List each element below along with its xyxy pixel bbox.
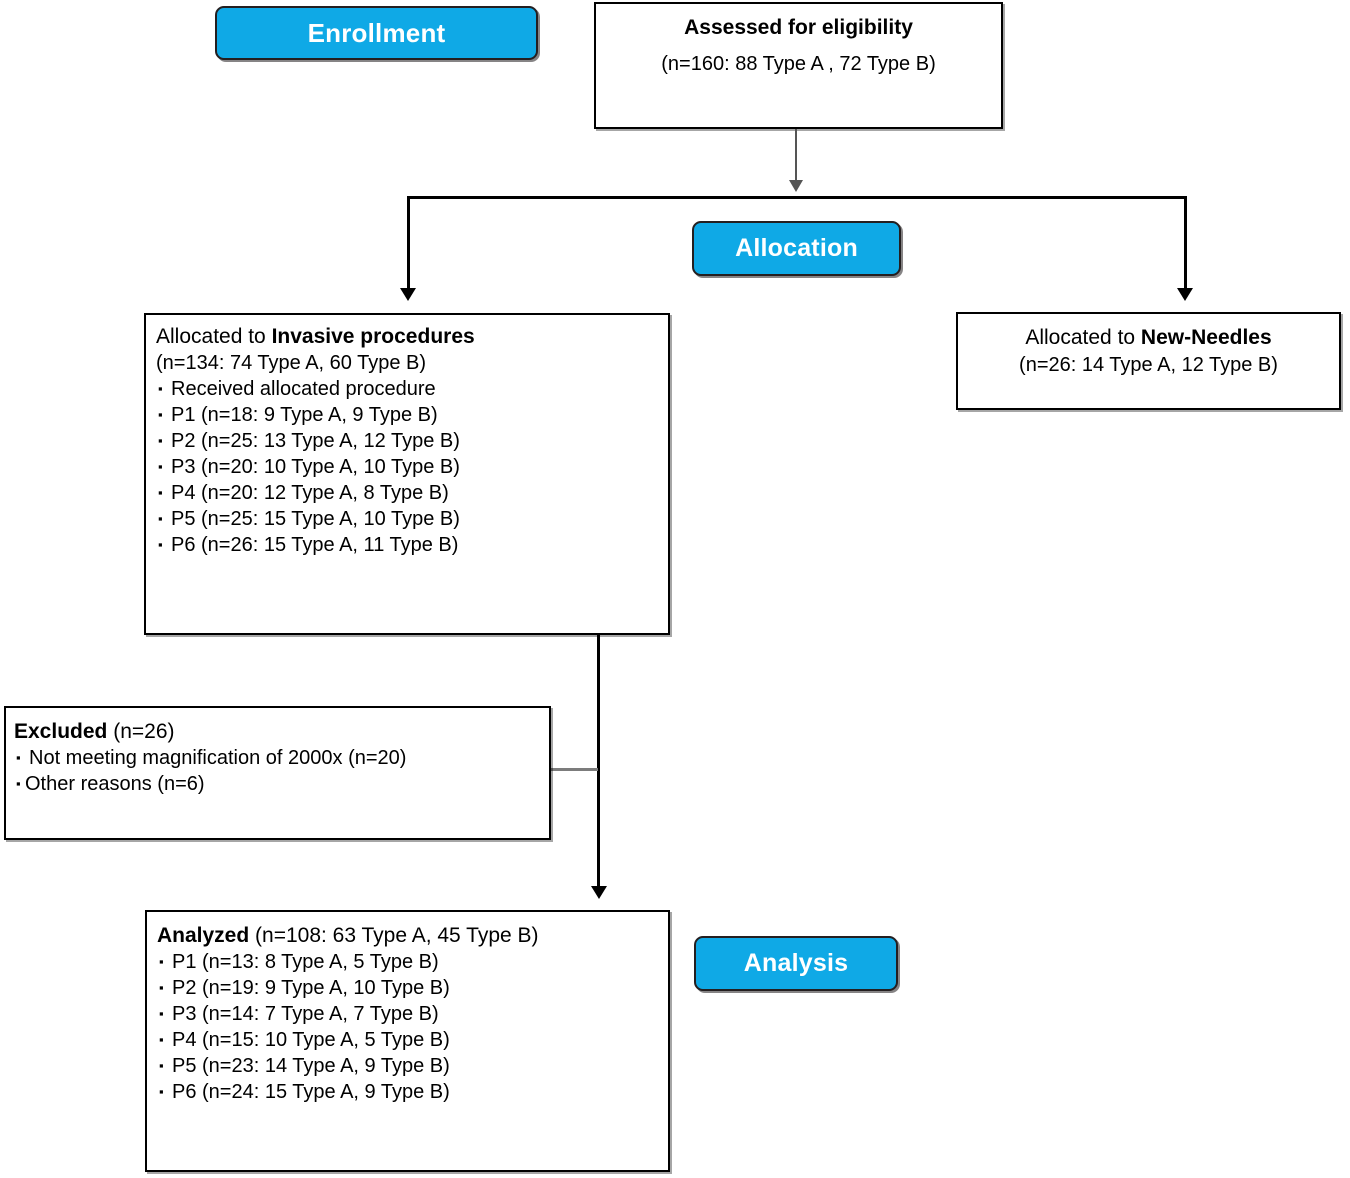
list-item-label: Not meeting magnification of 2000x (n=20…: [29, 747, 407, 770]
bullet-icon: ▪: [158, 433, 163, 449]
assessed-counts: (n=160: 88 Type A , 72 Type B): [661, 52, 936, 75]
list-item-label: P1 (n=18: 9 Type A, 9 Type B): [171, 404, 438, 427]
list-item: ▪ P6 (n=26: 15 Type A, 11 Type B): [156, 532, 658, 558]
list-item: ▪ P3 (n=14: 7 Type A, 7 Type B): [157, 1001, 658, 1027]
excluded-heading-rest: (n=26): [113, 720, 175, 743]
stage-badge-enrollment-label: Enrollment: [307, 17, 446, 48]
bullet-icon: ▪: [158, 511, 163, 527]
list-item: ▪ P5 (n=23: 14 Type A, 9 Type B): [157, 1053, 658, 1079]
allocated-invasive-lead-bold: Invasive procedures: [271, 325, 475, 348]
bullet-icon: ▪: [159, 954, 164, 970]
arrowhead-assessed-down: [789, 180, 803, 192]
connector-split-bar: [407, 196, 1187, 199]
bullet-icon: ▪: [159, 980, 164, 996]
list-item: ▪ P4 (n=15: 10 Type A, 5 Type B): [157, 1027, 658, 1053]
arrowhead-branch-left: [400, 288, 416, 301]
list-item: ▪ P1 (n=18: 9 Type A, 9 Type B): [156, 402, 658, 428]
list-item-label: P2 (n=25: 13 Type A, 12 Type B): [171, 430, 460, 453]
excluded-heading-bold: Excluded: [14, 720, 114, 743]
assessed-title: Assessed for eligibility: [684, 16, 913, 39]
analyzed-heading: Analyzed (n=108: 63 Type A, 45 Type B): [157, 922, 658, 949]
bullet-icon: ▪: [16, 750, 21, 766]
stage-badge-allocation-label: Allocation: [735, 234, 858, 262]
bullet-icon: ▪: [158, 407, 163, 423]
list-item: ▪Other reasons (n=6): [14, 771, 539, 797]
allocated-invasive-lead: Allocated to Invasive procedures: [156, 323, 658, 350]
excluded-heading: Excluded (n=26): [14, 718, 539, 745]
list-item: ▪ P4 (n=20: 12 Type A, 8 Type B): [156, 480, 658, 506]
bullet-icon: ▪: [158, 459, 163, 475]
stage-badge-analysis: Analysis: [694, 936, 898, 991]
list-item-label: P4 (n=20: 12 Type A, 8 Type B): [171, 482, 449, 505]
box-assessed-for-eligibility: Assessed for eligibility (n=160: 88 Type…: [594, 2, 1003, 129]
list-item-label: P3 (n=20: 10 Type A, 10 Type B): [171, 456, 460, 479]
connector-excluded-stub: [551, 768, 598, 771]
box-excluded: Excluded (n=26) ▪ Not meeting magnificati…: [4, 706, 551, 840]
connector-branch-right: [1184, 196, 1187, 291]
list-item-label: P5 (n=25: 15 Type A, 10 Type B): [171, 508, 460, 531]
list-item-label: P5 (n=23: 14 Type A, 9 Type B): [172, 1055, 450, 1078]
bullet-icon: ▪: [159, 1006, 164, 1022]
stage-badge-enrollment: Enrollment: [215, 6, 538, 60]
list-item-label: Other reasons (n=6): [25, 773, 205, 796]
allocated-needles-lead-prefix: Allocated to: [1025, 326, 1141, 349]
box-analyzed: Analyzed (n=108: 63 Type A, 45 Type B) ▪…: [145, 910, 670, 1172]
bullet-icon: ▪: [16, 776, 21, 792]
list-item-label: Received allocated procedure: [171, 378, 436, 401]
bullet-icon: ▪: [158, 381, 163, 397]
connector-assessed-down: [795, 129, 797, 181]
list-item: ▪ P5 (n=25: 15 Type A, 10 Type B): [156, 506, 658, 532]
allocated-needles-lead: Allocated to New-Needles: [968, 324, 1329, 352]
list-item-label: P4 (n=15: 10 Type A, 5 Type B): [172, 1029, 450, 1052]
bullet-icon: ▪: [159, 1058, 164, 1074]
connector-branch-left: [407, 196, 410, 291]
connector-invasive-to-analyzed: [597, 634, 600, 889]
list-item: ▪ Received allocated procedure: [156, 376, 658, 402]
list-item: ▪ P6 (n=24: 15 Type A, 9 Type B): [157, 1079, 658, 1105]
analyzed-heading-rest: (n=108: 63 Type A, 45 Type B): [255, 924, 539, 947]
analyzed-heading-bold: Analyzed: [157, 924, 256, 947]
box-allocated-invasive: Allocated to Invasive procedures (n=134:…: [144, 313, 670, 635]
list-item-label: P1 (n=13: 8 Type A, 5 Type B): [172, 951, 439, 974]
allocated-needles-lead-bold: New-Needles: [1140, 326, 1272, 349]
stage-badge-allocation: Allocation: [692, 221, 901, 276]
allocated-needles-counts: (n=26: 14 Type A, 12 Type B): [1019, 354, 1278, 377]
bullet-icon: ▪: [158, 537, 163, 553]
list-item-label: P2 (n=19: 9 Type A, 10 Type B): [172, 977, 450, 1000]
box-allocated-new-needles: Allocated to New-Needles (n=26: 14 Type …: [956, 312, 1341, 410]
allocated-invasive-counts: (n=134: 74 Type A, 60 Type B): [156, 352, 427, 375]
bullet-icon: ▪: [159, 1084, 164, 1100]
list-item-label: P6 (n=26: 15 Type A, 11 Type B): [171, 534, 459, 557]
stage-badge-analysis-label: Analysis: [743, 949, 849, 977]
arrowhead-analyzed: [591, 886, 607, 899]
list-item-label: P3 (n=14: 7 Type A, 7 Type B): [172, 1003, 439, 1026]
list-item: ▪ Not meeting magnification of 2000x (n=2…: [14, 745, 539, 771]
allocated-invasive-lead-prefix: Allocated to: [156, 325, 272, 348]
list-item: ▪ P2 (n=25: 13 Type A, 12 Type B): [156, 428, 658, 454]
bullet-icon: ▪: [158, 485, 163, 501]
list-item: ▪ P3 (n=20: 10 Type A, 10 Type B): [156, 454, 658, 480]
list-item-label: P6 (n=24: 15 Type A, 9 Type B): [172, 1081, 450, 1104]
bullet-icon: ▪: [159, 1032, 164, 1048]
list-item: ▪ P2 (n=19: 9 Type A, 10 Type B): [157, 975, 658, 1001]
list-item: ▪ P1 (n=13: 8 Type A, 5 Type B): [157, 949, 658, 975]
arrowhead-branch-right: [1177, 288, 1193, 301]
